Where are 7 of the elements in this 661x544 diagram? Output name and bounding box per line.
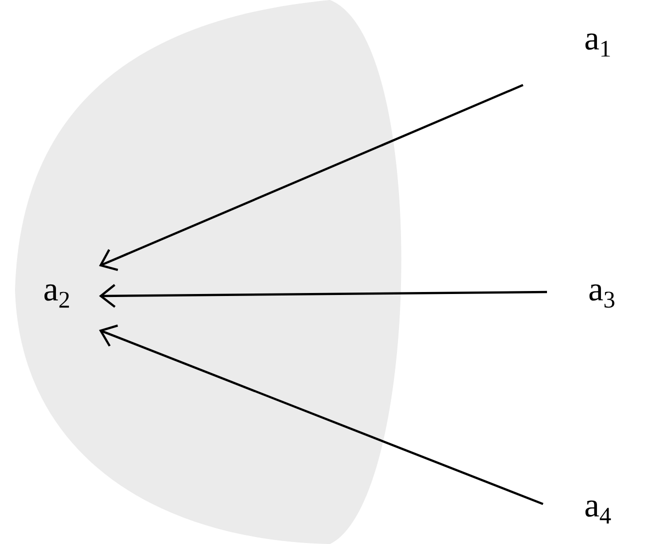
arrow [99, 284, 548, 308]
variable-label: a$_{2}$ [44, 284, 69, 308]
variable-label: a$_{3}$ [589, 284, 614, 308]
arrow [99, 84, 524, 271]
variable-label: a$_{1}$ [585, 33, 610, 57]
variable-label: a$_{4}$ [585, 500, 611, 524]
arrow [99, 324, 544, 506]
